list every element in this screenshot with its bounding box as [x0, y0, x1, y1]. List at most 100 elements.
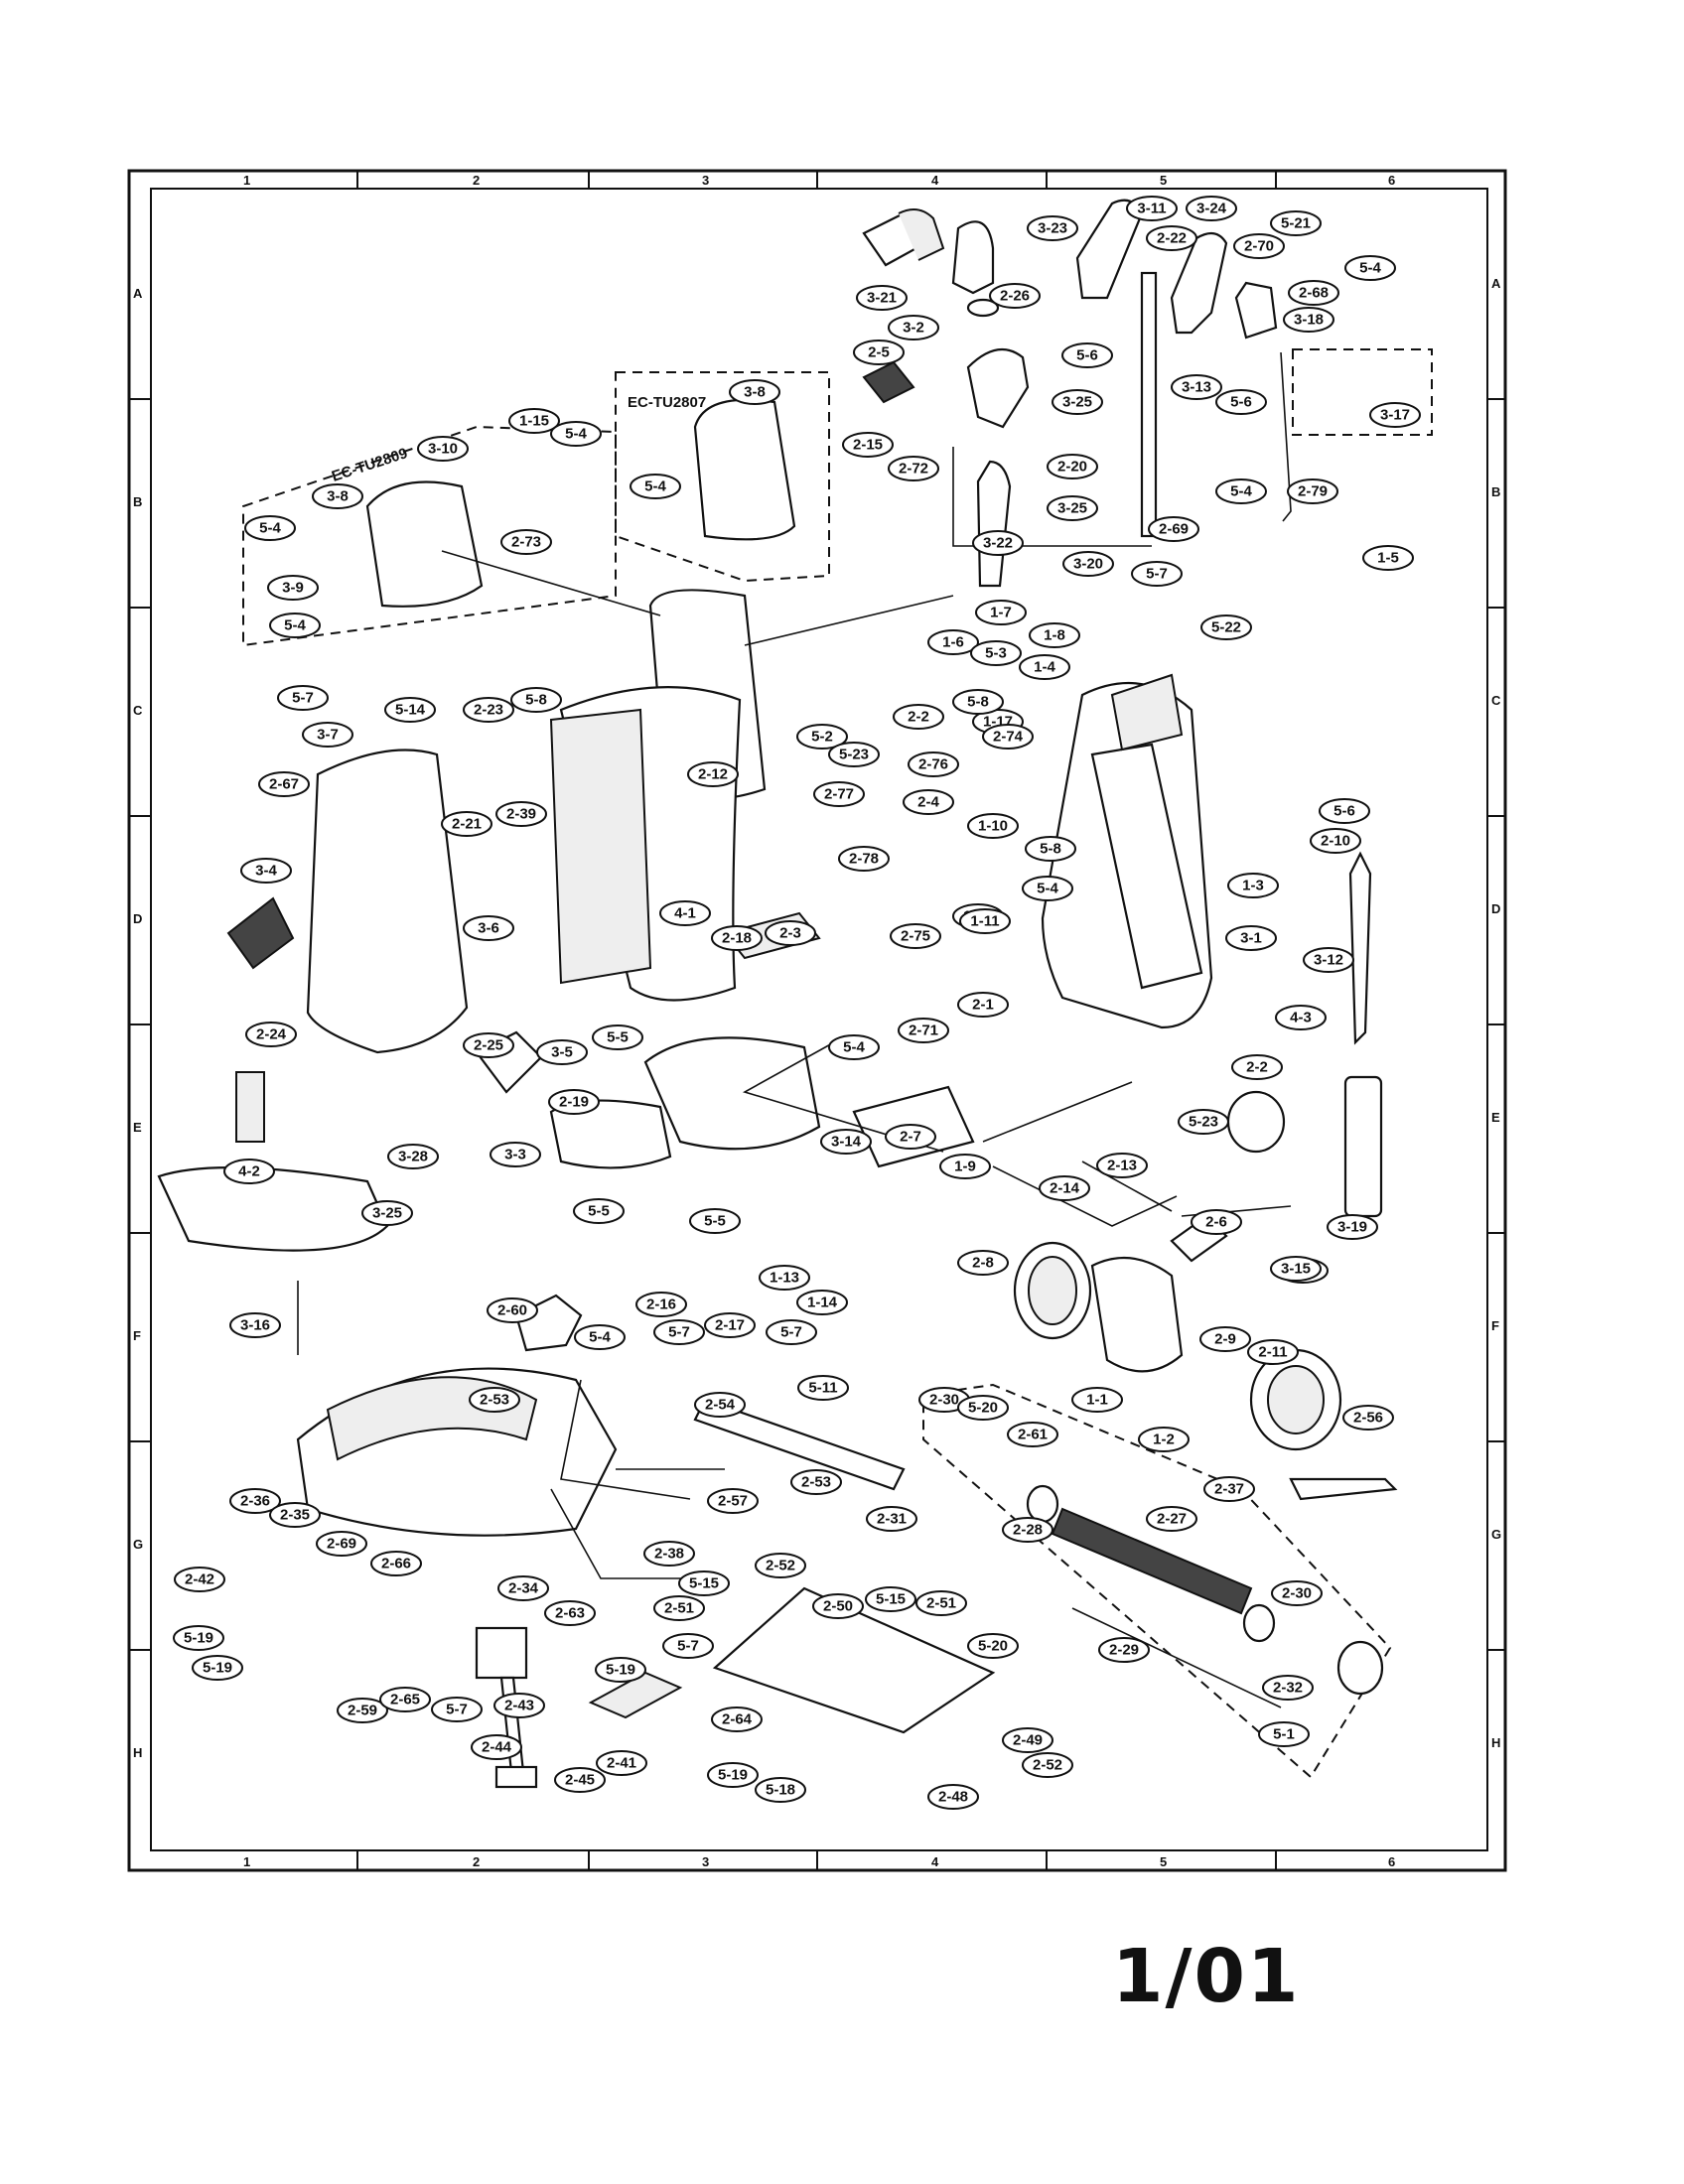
- part-callout: 2-76: [908, 751, 959, 777]
- part-callout: 1-9: [939, 1154, 991, 1179]
- callout-oval: [1022, 1752, 1073, 1778]
- part-callout: 1-8: [1029, 622, 1080, 648]
- callout-label: 1-8: [1044, 627, 1065, 644]
- part-callout: 3-23: [1027, 215, 1078, 241]
- callout-oval: [982, 724, 1034, 750]
- callout-oval: [885, 1124, 936, 1150]
- part-callout: 2-14: [1039, 1175, 1090, 1201]
- grid-ticks: [129, 171, 1505, 1870]
- grid-column-labels-top: 1 2 3 4 5 6: [243, 173, 1395, 188]
- callout-oval: [269, 1502, 321, 1528]
- part-callout: 5-5: [592, 1024, 643, 1050]
- callout-label: 5-3: [985, 645, 1007, 662]
- part-callout: 2-24: [245, 1022, 297, 1047]
- main-body: [1041, 673, 1383, 1218]
- callout-oval: [866, 1506, 917, 1532]
- callout-oval: [1027, 215, 1078, 241]
- callout-oval: [755, 1777, 806, 1803]
- part-callout: 2-71: [898, 1018, 949, 1043]
- part-callout: 5-4: [269, 613, 321, 638]
- part-callout: 2-79: [1287, 478, 1338, 504]
- callout-label: 2-39: [506, 806, 536, 823]
- callout-label: 3-2: [903, 320, 924, 337]
- part-callout: 5-4: [1344, 255, 1396, 281]
- callout-oval: [813, 781, 865, 807]
- part-callout: 3-20: [1062, 551, 1114, 577]
- callout-label: 2-34: [508, 1580, 539, 1597]
- callout-oval: [678, 1570, 730, 1596]
- callout-label: 2-45: [565, 1772, 595, 1789]
- callout-oval: [828, 742, 880, 767]
- callout-oval: [1022, 876, 1073, 901]
- callout-oval: [508, 408, 560, 434]
- part-callout: 5-8: [510, 687, 562, 713]
- grid-row-label: A: [133, 286, 143, 301]
- part-callout: 5-15: [865, 1586, 916, 1612]
- part-callout: 3-8: [312, 483, 363, 509]
- callout-oval: [384, 697, 436, 723]
- callout-label: 2-48: [938, 1789, 968, 1806]
- callout-oval: [643, 1541, 695, 1567]
- part-callout: 1-13: [759, 1265, 810, 1291]
- part-callout: 5-6: [1215, 389, 1267, 415]
- hose-parts: [862, 199, 1292, 588]
- callout-label: 3-11: [1137, 201, 1166, 217]
- part-callout: 2-50: [812, 1593, 864, 1619]
- grid-row-label: D: [1491, 901, 1500, 916]
- callout-label: 5-8: [967, 694, 989, 711]
- callout-label: 2-38: [654, 1546, 684, 1563]
- callout-label: 3-21: [867, 290, 897, 307]
- callout-oval: [967, 1633, 1019, 1659]
- part-callout: 2-15: [842, 432, 894, 458]
- callout-label: 2-59: [348, 1703, 377, 1719]
- callout-oval: [267, 575, 319, 601]
- callout-oval: [1199, 1326, 1251, 1352]
- callout-oval: [1019, 654, 1070, 680]
- callout-label: 3-8: [744, 384, 766, 401]
- callout-oval: [856, 285, 908, 311]
- callout-label: 2-3: [779, 925, 801, 942]
- grid-col-label: 6: [1388, 173, 1395, 188]
- part-callout: 2-39: [495, 801, 547, 827]
- callout-label: 2-17: [715, 1317, 745, 1334]
- part-callout: 5-20: [957, 1395, 1009, 1421]
- grid-row-label: F: [133, 1328, 141, 1343]
- callout-label: 2-60: [497, 1302, 527, 1319]
- callout-oval: [893, 704, 944, 730]
- callout-label: 5-4: [589, 1329, 611, 1346]
- part-callout: 2-23: [463, 697, 514, 723]
- callout-oval: [711, 1706, 763, 1732]
- callout-label: 2-69: [327, 1536, 356, 1553]
- callout-oval: [240, 858, 292, 884]
- part-callout: 3-25: [361, 1200, 413, 1226]
- callout-label: 3-18: [1294, 312, 1324, 329]
- callout-oval: [1271, 1580, 1323, 1606]
- callout-oval: [1319, 798, 1370, 824]
- callout-label: 2-22: [1157, 230, 1187, 247]
- part-callout: 2-45: [554, 1767, 606, 1793]
- part-callout: 3-17: [1369, 402, 1421, 428]
- callout-oval: [463, 697, 514, 723]
- callout-oval: [630, 474, 681, 499]
- callout-label: 5-19: [203, 1660, 232, 1677]
- callout-label: 2-74: [993, 729, 1024, 746]
- callout-oval: [244, 515, 296, 541]
- part-callout: 5-6: [1061, 342, 1113, 368]
- callout-oval: [970, 640, 1022, 666]
- callout-label: 5-1: [1273, 1726, 1295, 1743]
- callout-oval: [755, 1553, 806, 1578]
- part-callout: 2-32: [1262, 1675, 1314, 1701]
- part-callout: 1-1: [1071, 1387, 1123, 1413]
- callout-oval: [1047, 495, 1098, 521]
- callout-label: 5-19: [184, 1630, 213, 1647]
- ec-tu2807-group-outline: [615, 371, 830, 583]
- callout-label: 4-2: [238, 1163, 260, 1180]
- callout-label: 2-9: [1214, 1331, 1236, 1348]
- part-callout: 2-34: [497, 1575, 549, 1601]
- callout-label: 2-30: [1282, 1585, 1312, 1602]
- callout-oval: [1287, 478, 1338, 504]
- inner-frame: [150, 188, 1488, 1851]
- grid-row-label: E: [133, 1120, 142, 1135]
- callout-label: 2-52: [1033, 1757, 1062, 1774]
- callout-oval: [469, 1387, 520, 1413]
